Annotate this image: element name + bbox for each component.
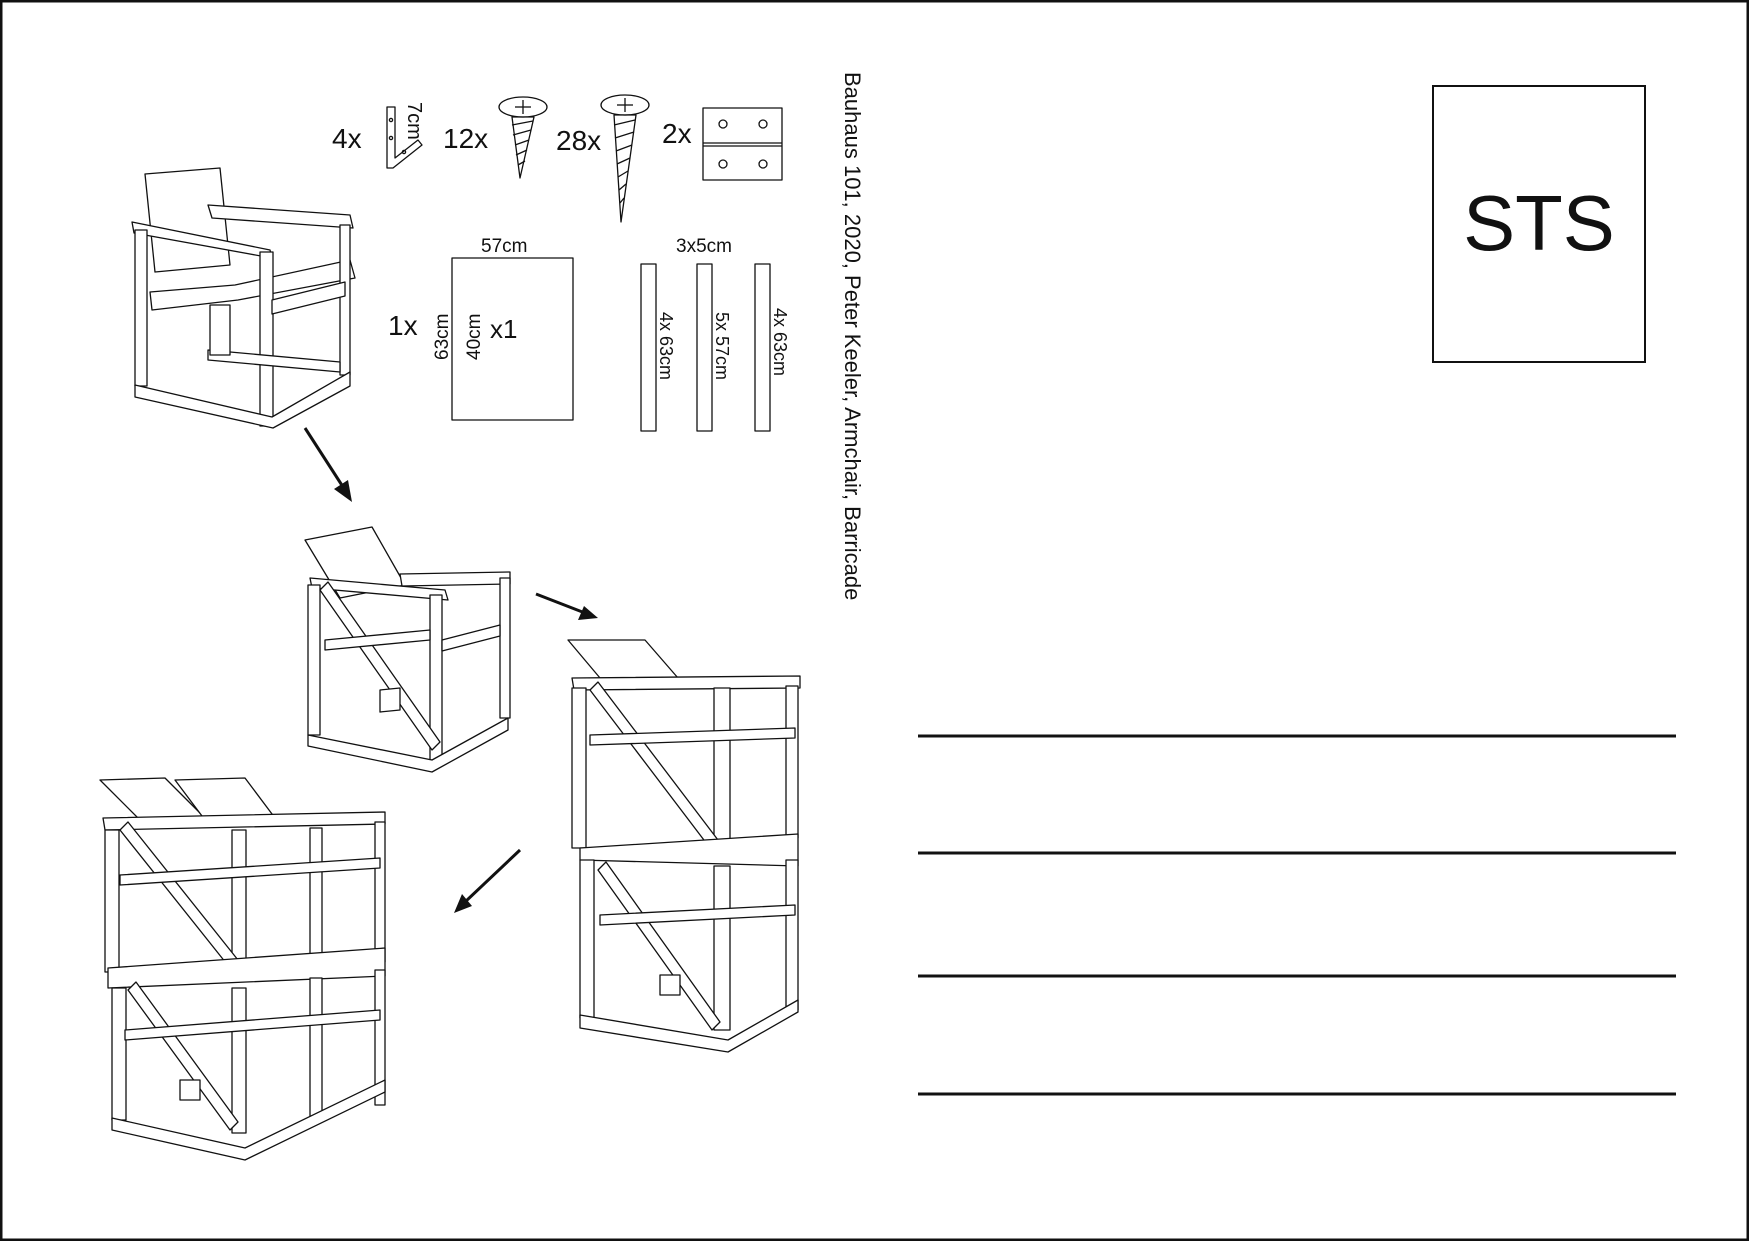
batten-3-label: 4x 63cm — [770, 308, 790, 376]
panel-count: 1x — [388, 310, 418, 341]
address-lines — [918, 734, 1676, 1096]
long-screw-count: 28x — [556, 125, 601, 156]
stacked-two-illustration — [567, 639, 801, 1053]
stamp-box: STS — [1432, 85, 1646, 363]
batten-2-label: 5x 57cm — [712, 312, 732, 380]
panel-width-label: 57cm — [481, 236, 527, 257]
panel-multiplier: x1 — [490, 314, 517, 344]
hinge-icon — [702, 107, 783, 181]
arrow-down-left-icon — [454, 848, 522, 913]
caption-text: Bauhaus 101, 2020, Peter Keeler, Armchai… — [840, 72, 865, 600]
batten-2 — [696, 263, 713, 432]
batten-section-label: 3x5cm — [676, 236, 732, 257]
short-screw-icon — [498, 96, 548, 179]
batten-1-label: 4x 63cm — [656, 312, 676, 380]
barricade-illustration — [99, 777, 386, 1161]
panel-part: 57cm 1x 63cm 40cm x1 — [388, 236, 574, 421]
armchair-illustration — [131, 167, 356, 429]
angle-bracket-icon — [386, 106, 423, 169]
short-screw-count: 12x — [443, 123, 488, 154]
battens-part: 3x5cm 4x 63cm 5x 57cm 4x 63cm — [640, 236, 790, 432]
arrow-down-right-icon — [303, 427, 352, 502]
bracket-size-label: 7cm — [403, 102, 425, 140]
panel-inner-label: 40cm — [464, 314, 485, 360]
batten-1 — [640, 263, 657, 432]
arrow-right-icon — [535, 592, 598, 620]
parts-list: 4x 7cm 12x 28x 2x — [332, 94, 790, 432]
hinge-count: 2x — [662, 118, 692, 149]
long-screw-icon — [600, 94, 650, 223]
stamp-label: STS — [1463, 179, 1615, 267]
tipped-armchair-illustration — [304, 526, 511, 773]
bracket-count: 4x — [332, 123, 362, 154]
panel-height-label: 63cm — [432, 314, 453, 360]
batten-3 — [754, 263, 771, 432]
